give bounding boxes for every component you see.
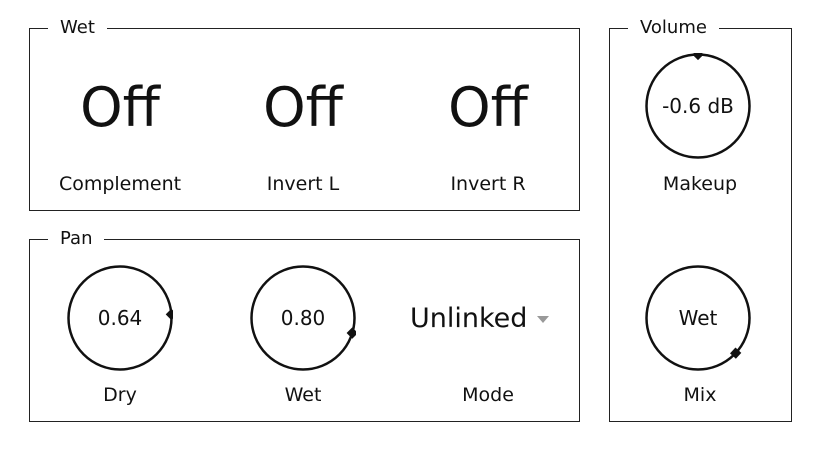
invert-l-toggle[interactable]: Off xyxy=(263,76,343,139)
invert-l-label: Invert L xyxy=(266,173,340,195)
knob-ring xyxy=(250,265,356,371)
volume-group: Volume xyxy=(609,17,792,422)
knob-ring xyxy=(645,265,751,371)
dry-knob[interactable]: 0.64 xyxy=(67,265,173,371)
wet-group-title: Wet xyxy=(48,17,107,39)
makeup-knob[interactable]: -0.6 dB xyxy=(645,53,751,159)
pan-wet-label: Wet xyxy=(284,384,322,406)
volume-group-title: Volume xyxy=(628,17,719,39)
dry-value: 0.64 xyxy=(97,306,143,330)
mode-label: Mode xyxy=(462,384,514,406)
makeup-value: -0.6 dB xyxy=(662,94,734,118)
invert-r-label: Invert R xyxy=(450,173,526,195)
knob-indicator xyxy=(730,347,742,359)
wet-group: Wet xyxy=(29,17,580,211)
mix-knob[interactable]: Wet xyxy=(645,265,751,371)
pan-group-title: Pan xyxy=(48,228,105,250)
pan-wet-value: 0.80 xyxy=(280,306,326,330)
pan-wet-knob[interactable]: 0.80 xyxy=(250,265,356,371)
makeup-label: Makeup xyxy=(662,173,738,195)
mode-dropdown[interactable]: Unlinked xyxy=(410,300,570,338)
knob-indicator xyxy=(346,327,356,339)
complement-toggle[interactable]: Off xyxy=(80,76,160,139)
knob-ring xyxy=(645,53,751,159)
mode-value: Unlinked xyxy=(410,303,528,334)
dry-label: Dry xyxy=(103,384,137,406)
knob-ring xyxy=(67,265,173,371)
dropdown-caret-icon xyxy=(537,315,550,323)
complement-label: Complement xyxy=(58,173,182,195)
invert-r-toggle[interactable]: Off xyxy=(448,76,528,139)
mix-value: Wet xyxy=(678,306,718,330)
pan-group: Pan xyxy=(29,228,580,422)
mix-label: Mix xyxy=(683,384,717,406)
